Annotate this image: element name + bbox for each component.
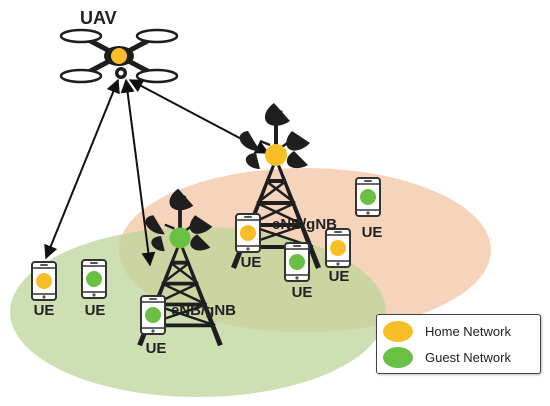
legend-item-guest: Guest Network	[383, 346, 511, 368]
ue-phone-icon	[235, 213, 261, 253]
ue-label: UE	[361, 224, 383, 241]
home-tower-label: eNB/gNB	[272, 216, 338, 233]
uav-ue-link	[44, 78, 120, 260]
ue-phone-icon	[31, 261, 57, 301]
ue-label: UE	[240, 254, 262, 271]
ue-label: UE	[328, 268, 350, 285]
home-tower-icon	[229, 101, 323, 271]
home-network-swatch	[383, 320, 413, 342]
guest-network-swatch	[383, 346, 413, 368]
ue-label: UE	[145, 340, 167, 357]
ue-label: UE	[291, 284, 313, 301]
uav-icon	[59, 28, 179, 84]
ue-label: UE	[33, 302, 55, 319]
uav-home-node	[111, 48, 127, 64]
legend-item-home: Home Network	[383, 320, 511, 342]
legend: Home Network Guest Network	[376, 314, 541, 374]
uav-label: UAV	[80, 8, 117, 28]
ue-phone-icon	[325, 228, 351, 268]
legend-home-label: Home Network	[425, 323, 511, 339]
ue-label: UE	[84, 302, 106, 319]
ue-phone-icon	[355, 177, 381, 217]
guest-tower-label: eNB/gNB	[171, 302, 237, 319]
ue-phone-icon	[284, 242, 310, 282]
ue-phone-icon	[81, 259, 107, 299]
guest-tower-icon	[135, 186, 225, 349]
ue-phone-icon	[140, 295, 166, 335]
legend-guest-label: Guest Network	[425, 349, 511, 365]
